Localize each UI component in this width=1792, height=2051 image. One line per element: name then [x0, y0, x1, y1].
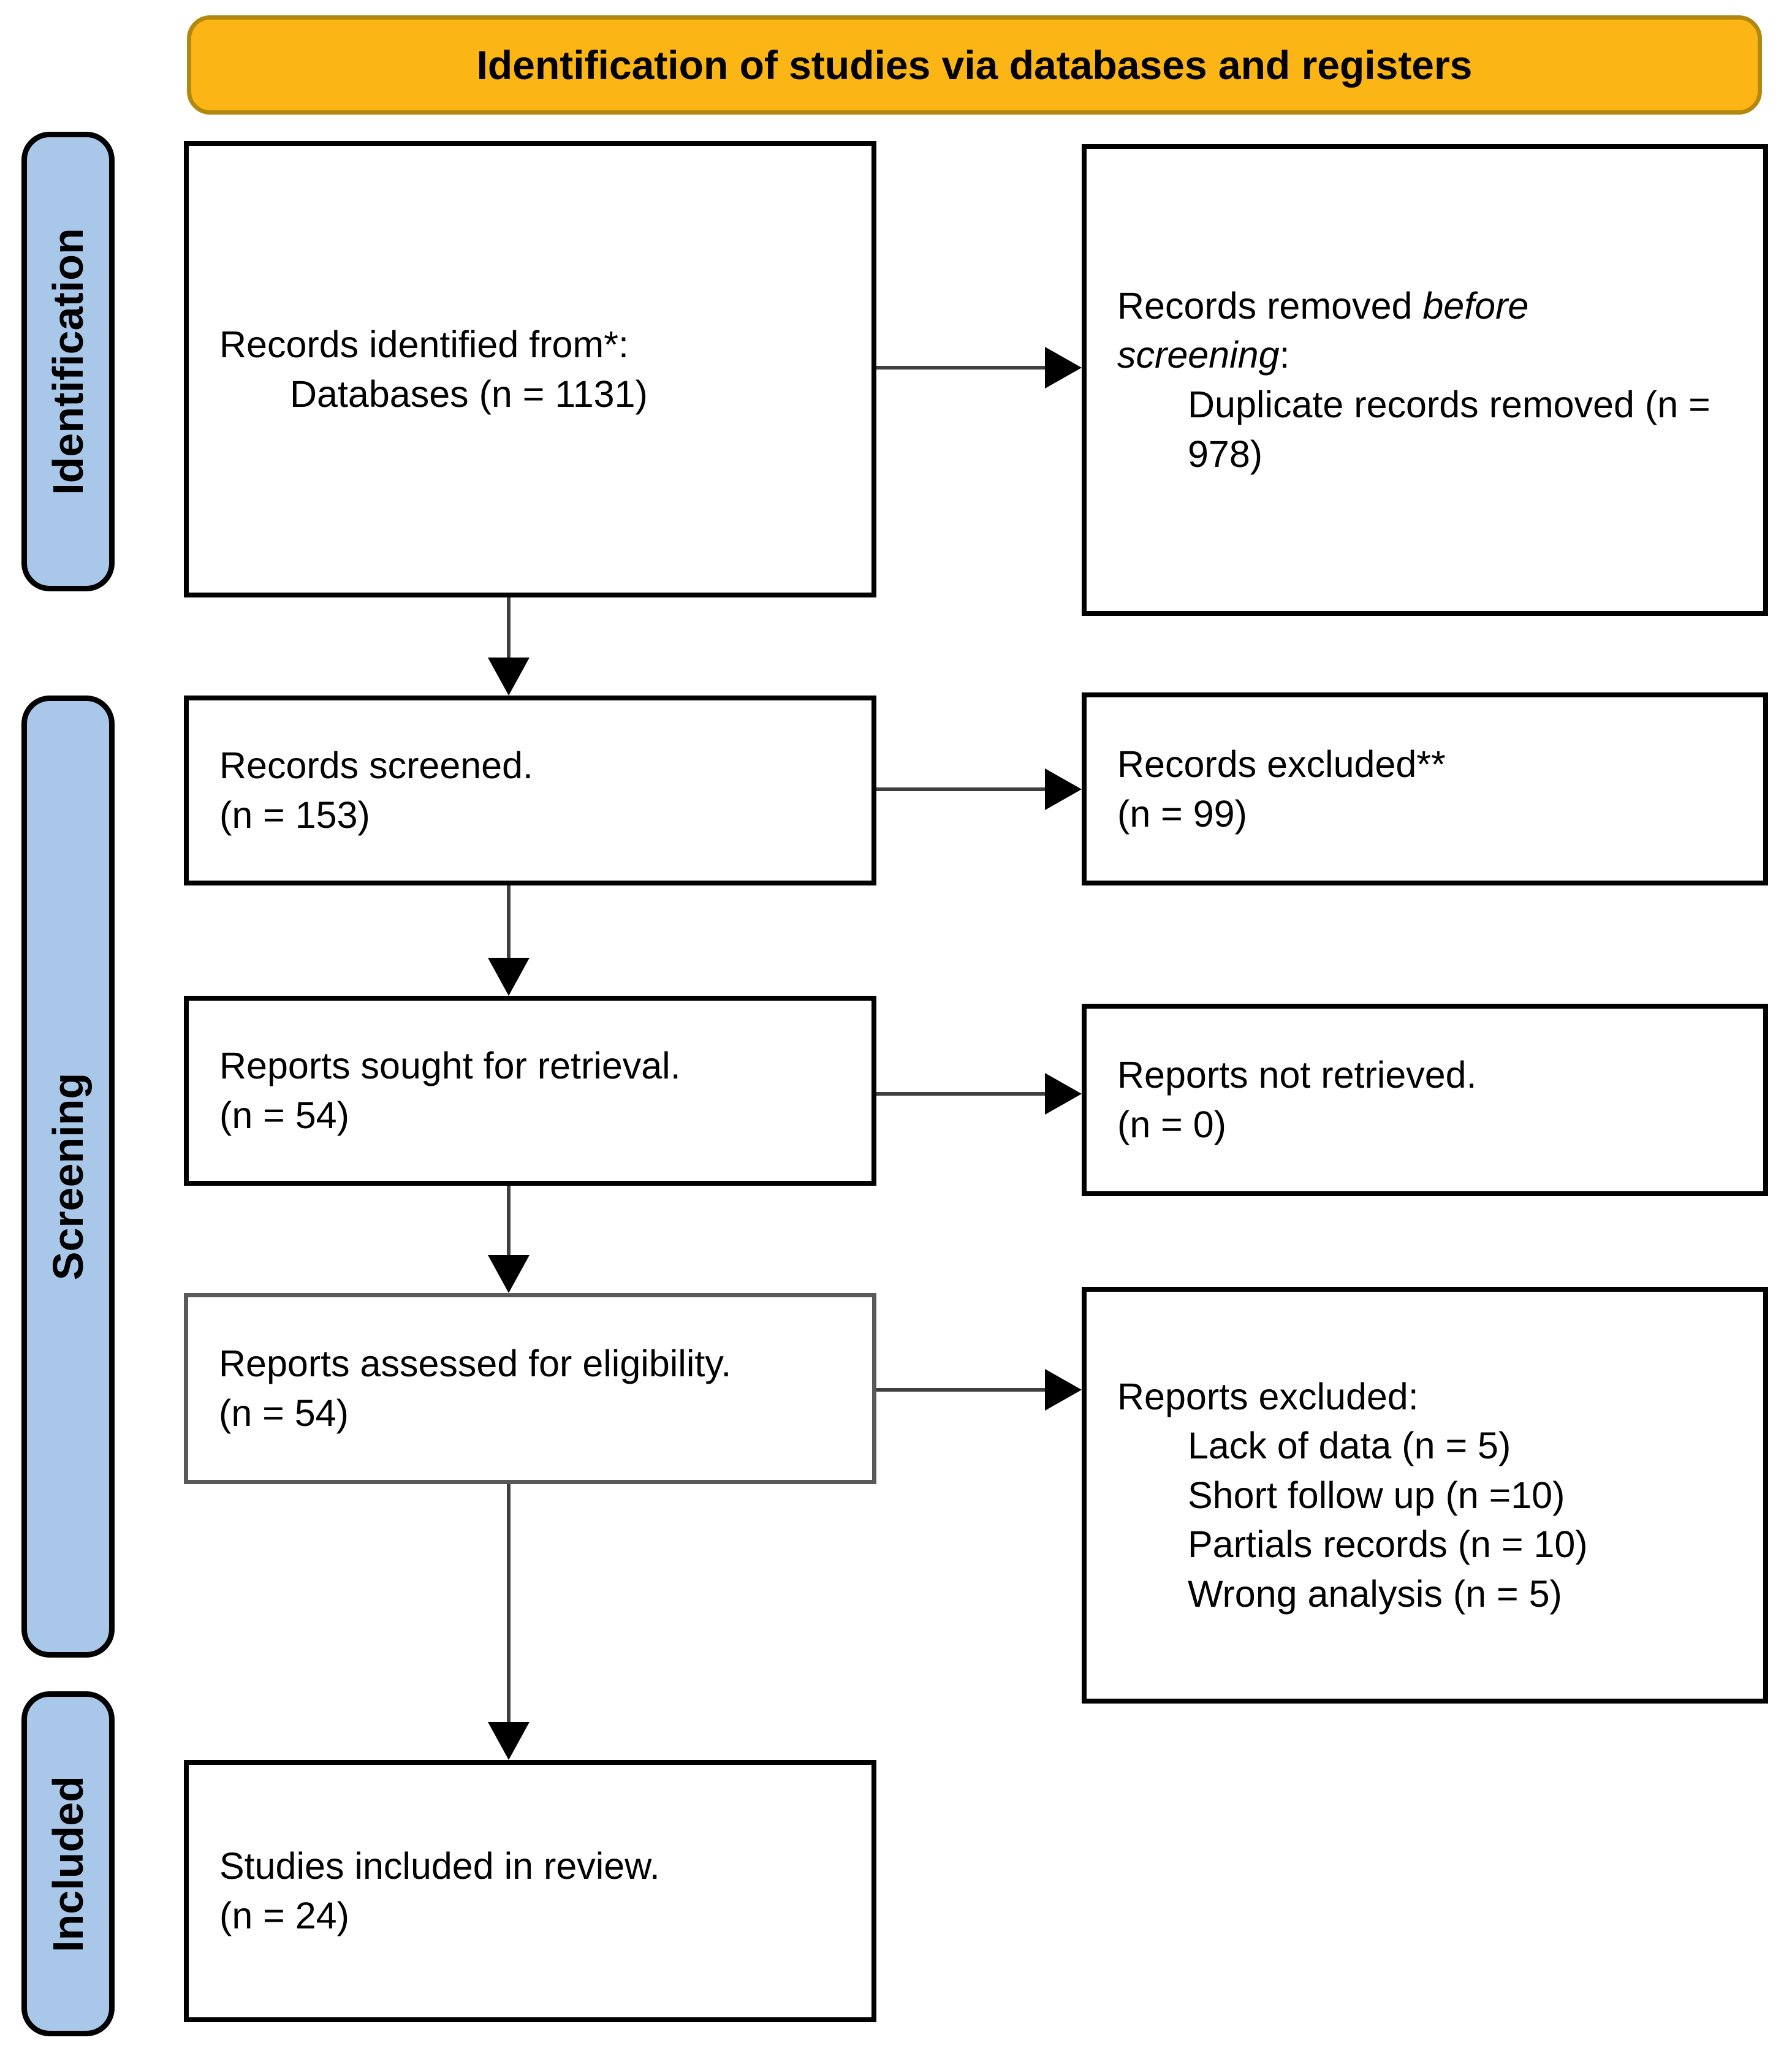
reports-assessed-line1: Reports assessed for eligibility. [219, 1343, 732, 1385]
records-removed-line1-italic: before screening [1117, 284, 1529, 376]
records-removed-line1-post: : [1279, 334, 1290, 376]
box-records-screened: Records screened. (n = 153) [184, 696, 876, 885]
banner-label: Identification of studies via databases … [476, 42, 1473, 88]
box-records-identified: Records identified from*: Databases (n =… [184, 141, 876, 597]
records-excluded-count: (n = 99) [1117, 792, 1247, 835]
stage-tab-screening: Screening [21, 696, 115, 1658]
stage-tab-identification: Identification [21, 132, 115, 591]
box-records-excluded: Records excluded** (n = 99) [1082, 692, 1768, 885]
records-removed-line2: Duplicate records removed (n = 978) [1188, 384, 1710, 475]
stage-tab-screening-label: Screening [44, 1072, 93, 1281]
arrow-identified-to-screened-line [507, 597, 511, 659]
box-reports-sought: Reports sought for retrieval. (n = 54) [184, 996, 876, 1186]
records-screened-count: (n = 153) [219, 794, 370, 836]
box-reports-assessed: Reports assessed for eligibility. (n = 5… [184, 1293, 876, 1484]
arrow-sought-to-assessed-head [488, 1255, 530, 1293]
records-identified-line2: Databases (n = 1131) [290, 373, 648, 415]
arrow-screened-to-sought-head [488, 958, 530, 996]
records-removed-line1: Records removed before screening: [1117, 281, 1608, 380]
reports-sought-line1: Reports sought for retrieval. [219, 1045, 681, 1087]
arrow-identified-to-removed-head [1045, 347, 1082, 389]
stage-tab-included: Included [21, 1691, 115, 2036]
arrow-sought-to-assessed-line [507, 1186, 511, 1256]
records-identified-line1: Records identified from*: [219, 323, 629, 365]
reports-excluded-item: Partials records (n = 10) [1188, 1523, 1588, 1566]
reports-assessed-count: (n = 54) [219, 1392, 349, 1434]
reports-excluded-item: Lack of data (n = 5) [1188, 1425, 1511, 1467]
arrow-screened-to-excluded-line [876, 787, 1047, 791]
arrow-screened-to-sought-line [507, 885, 511, 959]
arrow-assessed-to-included-head [488, 1722, 530, 1760]
banner-identification-of-studies: Identification of studies via databases … [187, 15, 1762, 115]
arrow-sought-to-notretrieved-line [876, 1092, 1047, 1096]
reports-not-retrieved-count: (n = 0) [1117, 1104, 1226, 1145]
arrow-identified-to-removed-line [876, 366, 1047, 370]
reports-sought-count: (n = 54) [219, 1094, 349, 1136]
studies-included-line1: Studies included in review. [219, 1845, 660, 1887]
stage-tab-identification-label: Identification [44, 228, 92, 495]
box-reports-excluded: Reports excluded: Lack of data (n = 5) S… [1082, 1287, 1768, 1704]
arrow-assessed-to-reportsexcluded-line [876, 1388, 1047, 1392]
arrow-screened-to-excluded-head [1045, 768, 1082, 810]
box-records-removed: Records removed before screening: Duplic… [1082, 144, 1768, 616]
arrow-assessed-to-reportsexcluded-head [1045, 1369, 1082, 1411]
reports-excluded-item: Wrong analysis (n = 5) [1188, 1572, 1562, 1615]
box-reports-not-retrieved: Reports not retrieved. (n = 0) [1082, 1004, 1768, 1196]
records-screened-line1: Records screened. [219, 745, 533, 787]
box-studies-included: Studies included in review. (n = 24) [184, 1760, 876, 2022]
arrow-assessed-to-included-line [507, 1484, 511, 1723]
studies-included-count: (n = 24) [219, 1895, 349, 1936]
stage-tab-included-label: Included [44, 1775, 93, 1952]
arrow-sought-to-notretrieved-head [1045, 1073, 1082, 1115]
reports-not-retrieved-line1: Reports not retrieved. [1117, 1054, 1477, 1096]
arrow-identified-to-screened-head [488, 658, 530, 696]
reports-excluded-line1: Reports excluded: [1117, 1375, 1419, 1417]
records-removed-line1-pre: Records removed [1117, 284, 1423, 327]
reports-excluded-item: Short follow up (n =10) [1188, 1474, 1565, 1516]
records-excluded-line1: Records excluded** [1117, 743, 1446, 785]
